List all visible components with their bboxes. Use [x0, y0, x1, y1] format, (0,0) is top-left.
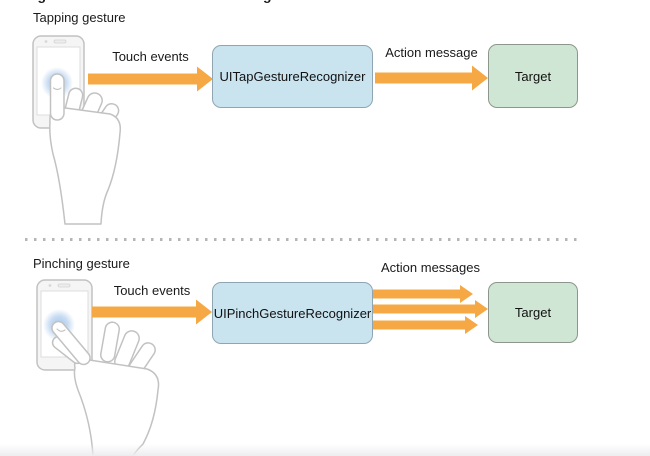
target-label-top: Target [514, 68, 552, 84]
action-message-arrow-3 [373, 316, 478, 334]
action-message-arrow-1 [373, 285, 473, 303]
tap-recognizer-box: UITapGestureRecognizer [212, 45, 373, 108]
clipped-figure-heading: Figure 1-2 Discrete and continuous gestu… [25, 0, 585, 4]
tap-recognizer-label: UITapGestureRecognizer [219, 69, 366, 84]
action-message-label: Action message [385, 45, 478, 60]
pinch-recognizer-label: UIPinchGestureRecognizer [213, 305, 372, 321]
hand-tapping-phone-icon [32, 35, 122, 225]
touch-events-arrow-bottom [92, 299, 212, 325]
section-label-pinching: Pinching gesture [33, 256, 130, 271]
hand-pinching-phone-icon [36, 279, 160, 456]
action-message-arrow-2 [373, 300, 488, 318]
touch-events-label-bottom: Touch events [113, 283, 191, 298]
tapping-hand-icon [49, 73, 122, 225]
dotted-divider [25, 238, 578, 241]
touch-events-arrow [88, 66, 213, 92]
action-message-arrow [375, 65, 488, 91]
pinch-recognizer-box: UIPinchGestureRecognizer [212, 282, 373, 344]
touch-events-label: Touch events [112, 49, 189, 64]
section-label-tapping: Tapping gesture [33, 10, 126, 25]
action-messages-label: Action messages [381, 260, 480, 275]
clipped-figure-heading-text: Figure 1-2 Discrete and continuous gestu… [25, 0, 321, 3]
target-label-bottom: Target [514, 305, 552, 320]
target-box-top: Target [488, 44, 578, 108]
pinching-hand-icon [51, 320, 160, 456]
target-box-bottom: Target [488, 282, 578, 343]
